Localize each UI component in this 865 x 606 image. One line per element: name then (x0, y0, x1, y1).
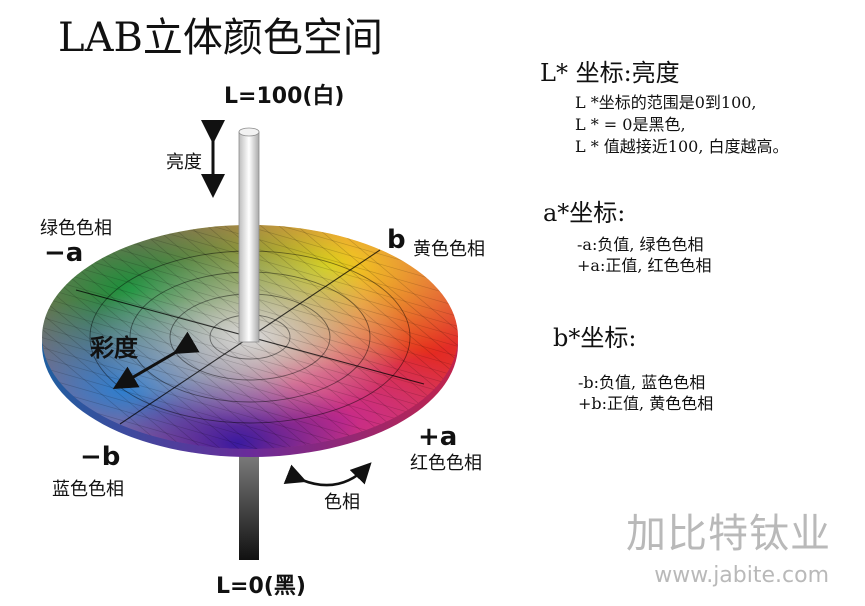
hue-arrow (283, 462, 372, 487)
plus-a-label: +a (418, 422, 458, 452)
b-coordinate-heading: b*坐标: (553, 324, 637, 352)
plus-b-name: 黄色色相 (413, 239, 485, 260)
plus-a-name: 红色色相 (410, 453, 482, 474)
watermark-company-name: 加比特钛业 (626, 511, 831, 557)
chroma-arrow (112, 331, 200, 390)
minus-b-name: 蓝色色相 (52, 479, 124, 500)
l-line-2: L * = 0是黑色, (575, 115, 686, 134)
l-min-label: L=0(黑) (216, 574, 306, 599)
minus-a-name: 绿色色相 (40, 218, 112, 239)
l-max-label: L=100(白) (224, 84, 345, 109)
b-line-1: -b:负值, 蓝色色相 (578, 373, 706, 392)
brightness-label: 亮度 (166, 152, 202, 173)
plus-b-label: b (387, 225, 406, 255)
l-coordinate-heading: L* 坐标:亮度 (540, 59, 680, 87)
b-line-2: +b:正值, 黄色色相 (578, 394, 714, 413)
l-axis-lower-pole (239, 440, 259, 560)
minus-a-label: −a (44, 238, 84, 268)
a-line-1: -a:负值, 绿色色相 (577, 235, 704, 254)
watermark-url: www.jabite.com (654, 563, 829, 588)
chroma-label: 彩度 (90, 334, 138, 362)
l-axis-upper-pole (238, 131, 260, 343)
hue-label: 色相 (324, 492, 360, 513)
l-line-3: L * 值越接近100, 白度越高。 (575, 137, 789, 156)
page-title: LAB立体颜色空间 (58, 15, 383, 61)
a-line-2: +a:正值, 红色色相 (577, 256, 712, 275)
l-line-1: L *坐标的范围是0到100, (575, 93, 757, 112)
minus-b-label: −b (80, 442, 121, 472)
a-coordinate-heading: a*坐标: (543, 199, 626, 227)
